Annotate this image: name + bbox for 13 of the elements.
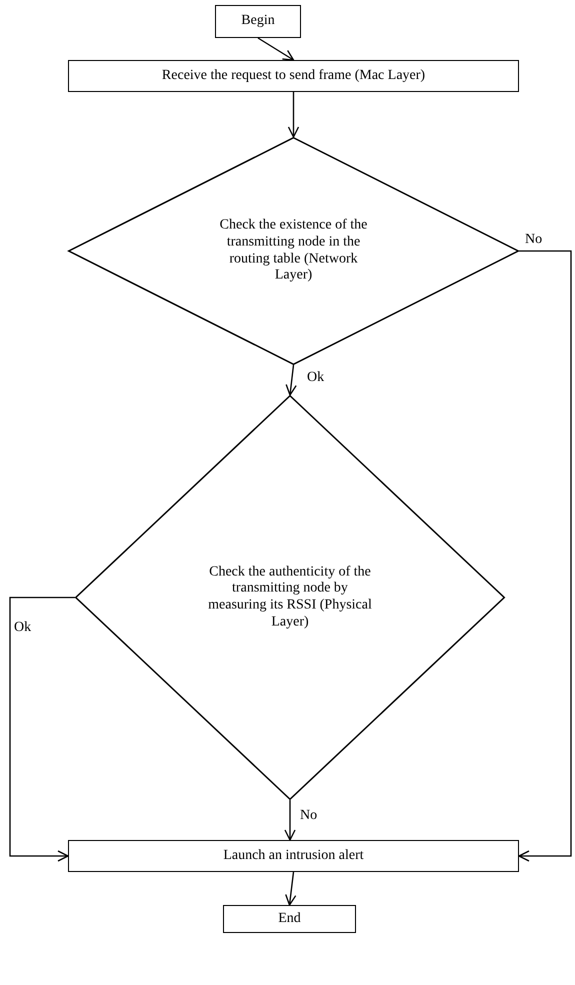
decision-text: Check the existence of the transmitting node in the routing table (Network Layer) (218, 217, 368, 285)
arrow (518, 250, 572, 862)
process-box: Receive the request to send frame (Mac Layer) (68, 60, 519, 92)
process-box: Launch an intrusion alert (68, 840, 519, 872)
arrow (286, 364, 297, 396)
terminal-box: Begin (215, 5, 301, 38)
decision-text: Check the authenticity of the transmitting node by measuring its RSSI (Physical Layer) (207, 564, 373, 632)
arrow (9, 596, 75, 862)
arrow (285, 872, 296, 906)
arrow (284, 800, 296, 841)
arrow (288, 92, 300, 138)
arrow (258, 37, 294, 61)
terminal-box: End (223, 905, 356, 933)
